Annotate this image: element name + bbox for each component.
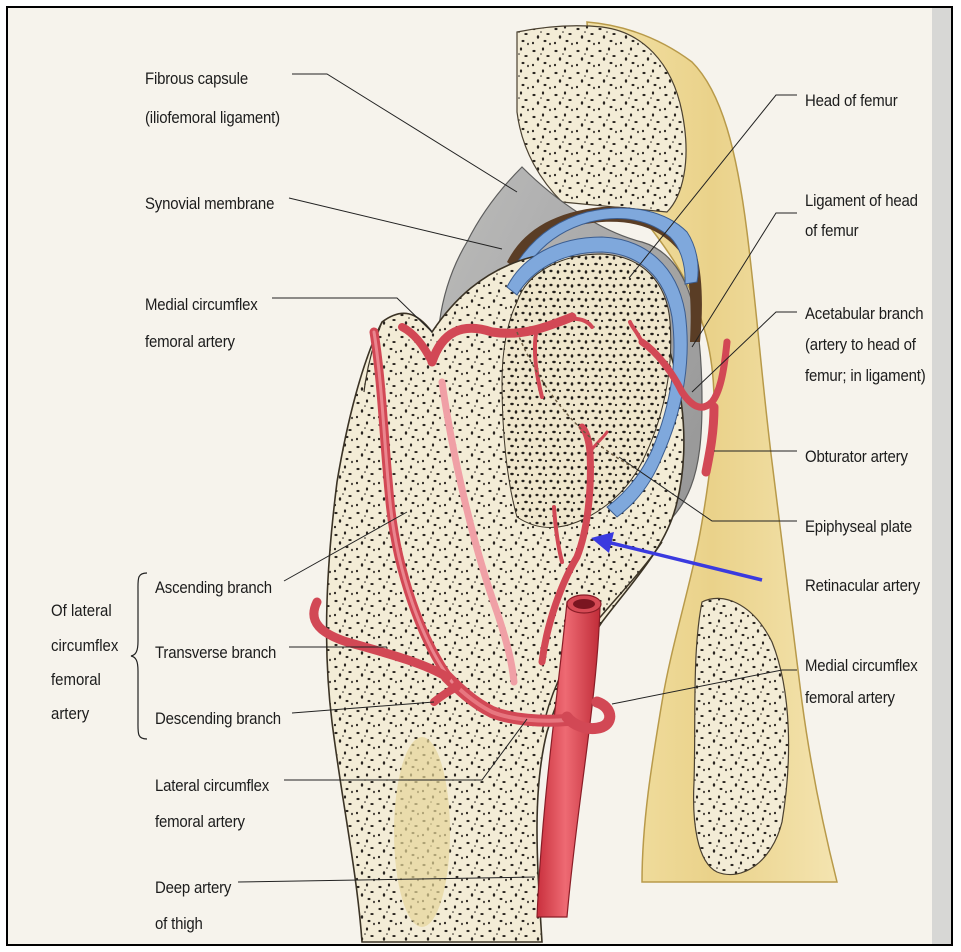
label-medial-circumflex-bottom: Medial circumflex — [805, 655, 918, 676]
label-descending-branch: Descending branch — [155, 708, 281, 729]
label-epiphyseal-plate: Epiphyseal plate — [805, 516, 912, 537]
marrow-region — [394, 737, 450, 927]
label-medial-circumflex-bottom-sub: femoral artery — [805, 687, 895, 708]
label-lateral-circumflex-sub: femoral artery — [155, 811, 245, 832]
label-fibrous-capsule: Fibrous capsule — [145, 68, 248, 89]
group-title-line-4: artery — [51, 703, 89, 725]
label-lateral-circumflex: Lateral circumflex — [155, 775, 269, 796]
label-transverse-branch: Transverse branch — [155, 642, 276, 663]
label-fibrous-capsule-sub: (iliofemoral ligament) — [145, 107, 280, 128]
label-retinacular-artery: Retinacular artery — [805, 575, 920, 596]
group-title-line-1: Of lateral — [51, 600, 112, 622]
label-medial-circumflex-top: Medial circumflex — [145, 294, 258, 315]
group-title-line-3: femoral — [51, 669, 101, 691]
label-ascending-branch: Ascending branch — [155, 577, 272, 598]
label-deep-artery: Deep artery — [155, 877, 231, 898]
diagram-frame: Fibrous capsule (iliofemoral ligament) S… — [6, 6, 953, 946]
label-ligament-of-head-sub: of femur — [805, 220, 858, 241]
label-obturator-artery: Obturator artery — [805, 446, 908, 467]
label-acetabular-branch-2: (artery to head of — [805, 334, 916, 355]
hip-joint-illustration — [8, 8, 953, 946]
label-deep-artery-sub: of thigh — [155, 913, 203, 934]
label-head-of-femur: Head of femur — [805, 90, 898, 111]
label-synovial-membrane: Synovial membrane — [145, 193, 274, 214]
group-brace — [129, 571, 149, 741]
label-medial-circumflex-top-sub: femoral artery — [145, 331, 235, 352]
group-title-line-2: circumflex — [51, 635, 118, 657]
label-ligament-of-head: Ligament of head — [805, 190, 918, 211]
label-acetabular-branch-3: femur; in ligament) — [805, 365, 926, 386]
label-acetabular-branch-1: Acetabular branch — [805, 303, 923, 324]
